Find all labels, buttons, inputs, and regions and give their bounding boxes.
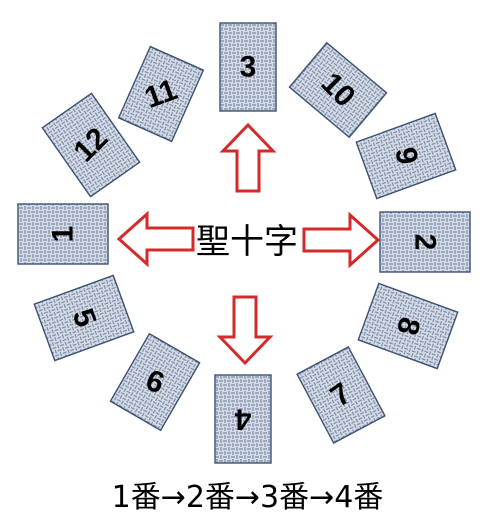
sequence-label: 1番→2番→3番→4番 xyxy=(111,480,384,515)
card-8 xyxy=(357,282,459,370)
card-7 xyxy=(296,346,386,444)
arrow-up-icon xyxy=(219,122,277,193)
card-2 xyxy=(379,211,471,273)
arrow-left-icon xyxy=(116,210,195,268)
center-label: 聖十字 xyxy=(196,222,298,262)
card-face xyxy=(33,274,135,362)
card-face xyxy=(379,211,471,273)
card-face xyxy=(117,45,205,143)
card-12 xyxy=(41,92,141,198)
card-label-3: 3 xyxy=(240,51,257,84)
card-label-4: 4 xyxy=(234,403,251,436)
card-5 xyxy=(33,274,135,362)
card-face xyxy=(288,41,388,139)
card-face xyxy=(355,112,457,200)
card-6 xyxy=(109,332,201,432)
card-label-2: 2 xyxy=(409,234,442,251)
card-face xyxy=(41,92,141,198)
card-face xyxy=(17,203,109,265)
card-label-9: 9 xyxy=(388,145,423,167)
arrow-right-icon xyxy=(302,211,381,269)
arrow-down-icon xyxy=(216,295,274,366)
card-face xyxy=(296,346,386,444)
card-10 xyxy=(288,41,388,139)
card-11 xyxy=(117,45,205,143)
card-9 xyxy=(355,112,457,200)
card-face xyxy=(214,374,272,464)
card-label-1: 1 xyxy=(47,226,80,243)
card-1 xyxy=(17,203,109,265)
card-face xyxy=(109,332,201,432)
card-face xyxy=(219,22,277,112)
card-4 xyxy=(214,374,272,464)
card-3 xyxy=(219,22,277,112)
card-face xyxy=(357,282,459,370)
